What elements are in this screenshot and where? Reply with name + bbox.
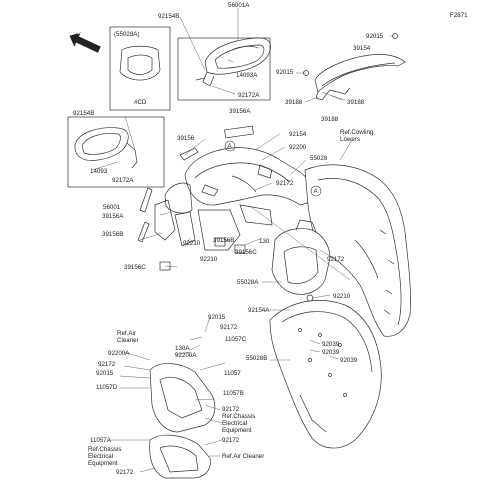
callout-92210: 92210 [200,256,218,263]
callout-92154B: 92154B [158,13,180,20]
callout-39188: 39188 [321,116,339,123]
callout-39156: 39156 [177,135,195,142]
callout-92154: 92154 [289,131,307,138]
callout-92172: 92172 [116,469,134,476]
callout-39188: 39188 [285,99,303,106]
callout-11057: 11057 [224,370,241,377]
callout-11057D: 11057D [96,384,118,391]
leader-lines [91,8,395,473]
callout-55028B: 55028B [246,355,268,362]
callout-92039: 92039 [340,357,358,364]
inset-part-label: (55028A) [114,31,140,38]
callout-92172: 92172 [276,180,294,187]
callout-92210: 92210 [183,240,201,247]
callout-14093A: 14093A [236,72,258,79]
callout-14093: 14093 [90,168,108,175]
callout-92172: 92172 [222,437,240,444]
callout-55028A: 55028A [237,279,259,286]
circle-a-label-1: A [227,142,232,150]
callout-92039: 92039 [322,341,340,348]
ref-air-cleaner: Ref.Air Cleaner [222,453,265,460]
callout-39154: 39154 [353,45,371,52]
callout-130: 130 [259,238,270,245]
callout-92154B: 92154B [73,110,95,117]
callout-39156C: 39156C [124,264,146,271]
callout-92039: 92039 [322,349,340,356]
callout-92200A: 92200A [108,350,130,357]
upper-cowl-drawing [154,147,319,251]
ref-cowling-lowers: Ref.Cowling Lowers [340,129,374,143]
callout-92015: 92015 [208,314,226,321]
callout-39156C: 39156C [235,249,257,256]
inset-model-tag: #CD [134,99,147,106]
circle-a-label-2: A [313,187,318,195]
callout-92172: 92172 [327,256,345,263]
figure-code: F2871 [450,12,468,19]
front-arrow-icon [69,32,101,53]
inner-panel-drawing [269,300,382,449]
callout-92172A: 92172A [112,177,134,184]
air-duct-drawing [149,363,216,479]
callout-39188: 39188 [347,99,365,106]
ref-chassis-electrical: Ref.Chassis Electrical Equipment [88,446,122,467]
callout-92172: 92172 [220,324,238,331]
callout-39156B: 39156B [102,231,124,238]
callout-39156A: 39156A [229,108,251,115]
callout-39156A: 39156A [102,213,124,220]
callout-56001A: 56001A [228,2,250,9]
callout-92154A: 92154A [248,307,270,314]
mirror-right-drawing [195,37,271,87]
callout-92015: 92015 [366,33,384,40]
callout-92172A: 92172A [238,92,260,99]
ref-air-cleaner: Ref.Air Cleaner [117,330,139,344]
callout-92015: 92015 [96,370,114,377]
callout-55028: 55028 [310,155,328,162]
side-cowl-drawing [304,164,411,337]
mirror-left-drawing [74,127,138,169]
callout-92200A: 92200A [175,352,197,359]
callout-130A: 130A [175,345,190,352]
ref-chassis-electrical: Ref.Chassis Electrical Equipment [222,413,256,434]
callout-92200: 92200 [289,144,307,151]
trim-part-39156A [224,125,254,139]
reference-circle-a-2 [310,185,322,197]
callout-92172: 92172 [98,361,116,368]
callout-11057B: 11057B [223,390,244,397]
callout-92210: 92210 [333,293,351,300]
headlight-cover-drawing [271,219,331,295]
callout-39156B: 39156B [213,237,235,244]
reference-circle-a-1 [224,140,236,152]
callout-11057A: 11057A [90,437,111,444]
windshield-drawing [314,54,406,101]
callout-92015: 92015 [276,69,294,76]
inset-box-55028A [109,26,171,111]
callout-92172: 92172 [222,406,240,413]
callout-11057C: 11057C [225,336,247,343]
callout-56001: 56001 [103,204,121,211]
